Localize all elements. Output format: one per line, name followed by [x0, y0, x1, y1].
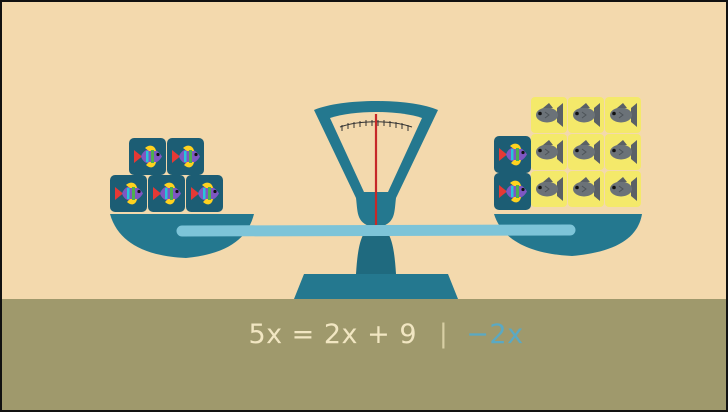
- balance-beam: [176, 224, 576, 237]
- left-pan-fish: [110, 138, 223, 212]
- equation-expression: 5x = 2x + 9: [248, 318, 418, 350]
- equation-separator: |: [439, 319, 449, 349]
- grey-fish-icon: [567, 96, 605, 134]
- tropical-fish-icon: [167, 138, 204, 175]
- grey-fish-icon: [604, 133, 642, 171]
- grey-fish-icon: [567, 133, 605, 171]
- right-pan-food: [530, 96, 642, 208]
- dial-ticks: [339, 120, 413, 131]
- grey-fish-icon: [530, 170, 568, 208]
- tropical-fish-icon: [110, 175, 147, 212]
- grey-fish-icon: [604, 96, 642, 134]
- tropical-fish-icon: [494, 136, 531, 173]
- right-pan-fish: [494, 136, 531, 210]
- tropical-fish-icon: [129, 138, 166, 175]
- grey-fish-icon: [530, 96, 568, 134]
- equation-operation: −2x: [466, 318, 524, 350]
- tropical-fish-icon: [148, 175, 185, 212]
- scale-base: [294, 274, 458, 299]
- tropical-fish-icon: [494, 173, 531, 210]
- ground-strip: [2, 299, 726, 410]
- scale-pedestal: [356, 224, 396, 274]
- equation-caption: 5x = 2x + 9 | −2x: [2, 314, 726, 354]
- grey-fish-icon: [604, 170, 642, 208]
- tropical-fish-icon: [186, 175, 223, 212]
- grey-fish-icon: [567, 170, 605, 208]
- grey-fish-icon: [530, 133, 568, 171]
